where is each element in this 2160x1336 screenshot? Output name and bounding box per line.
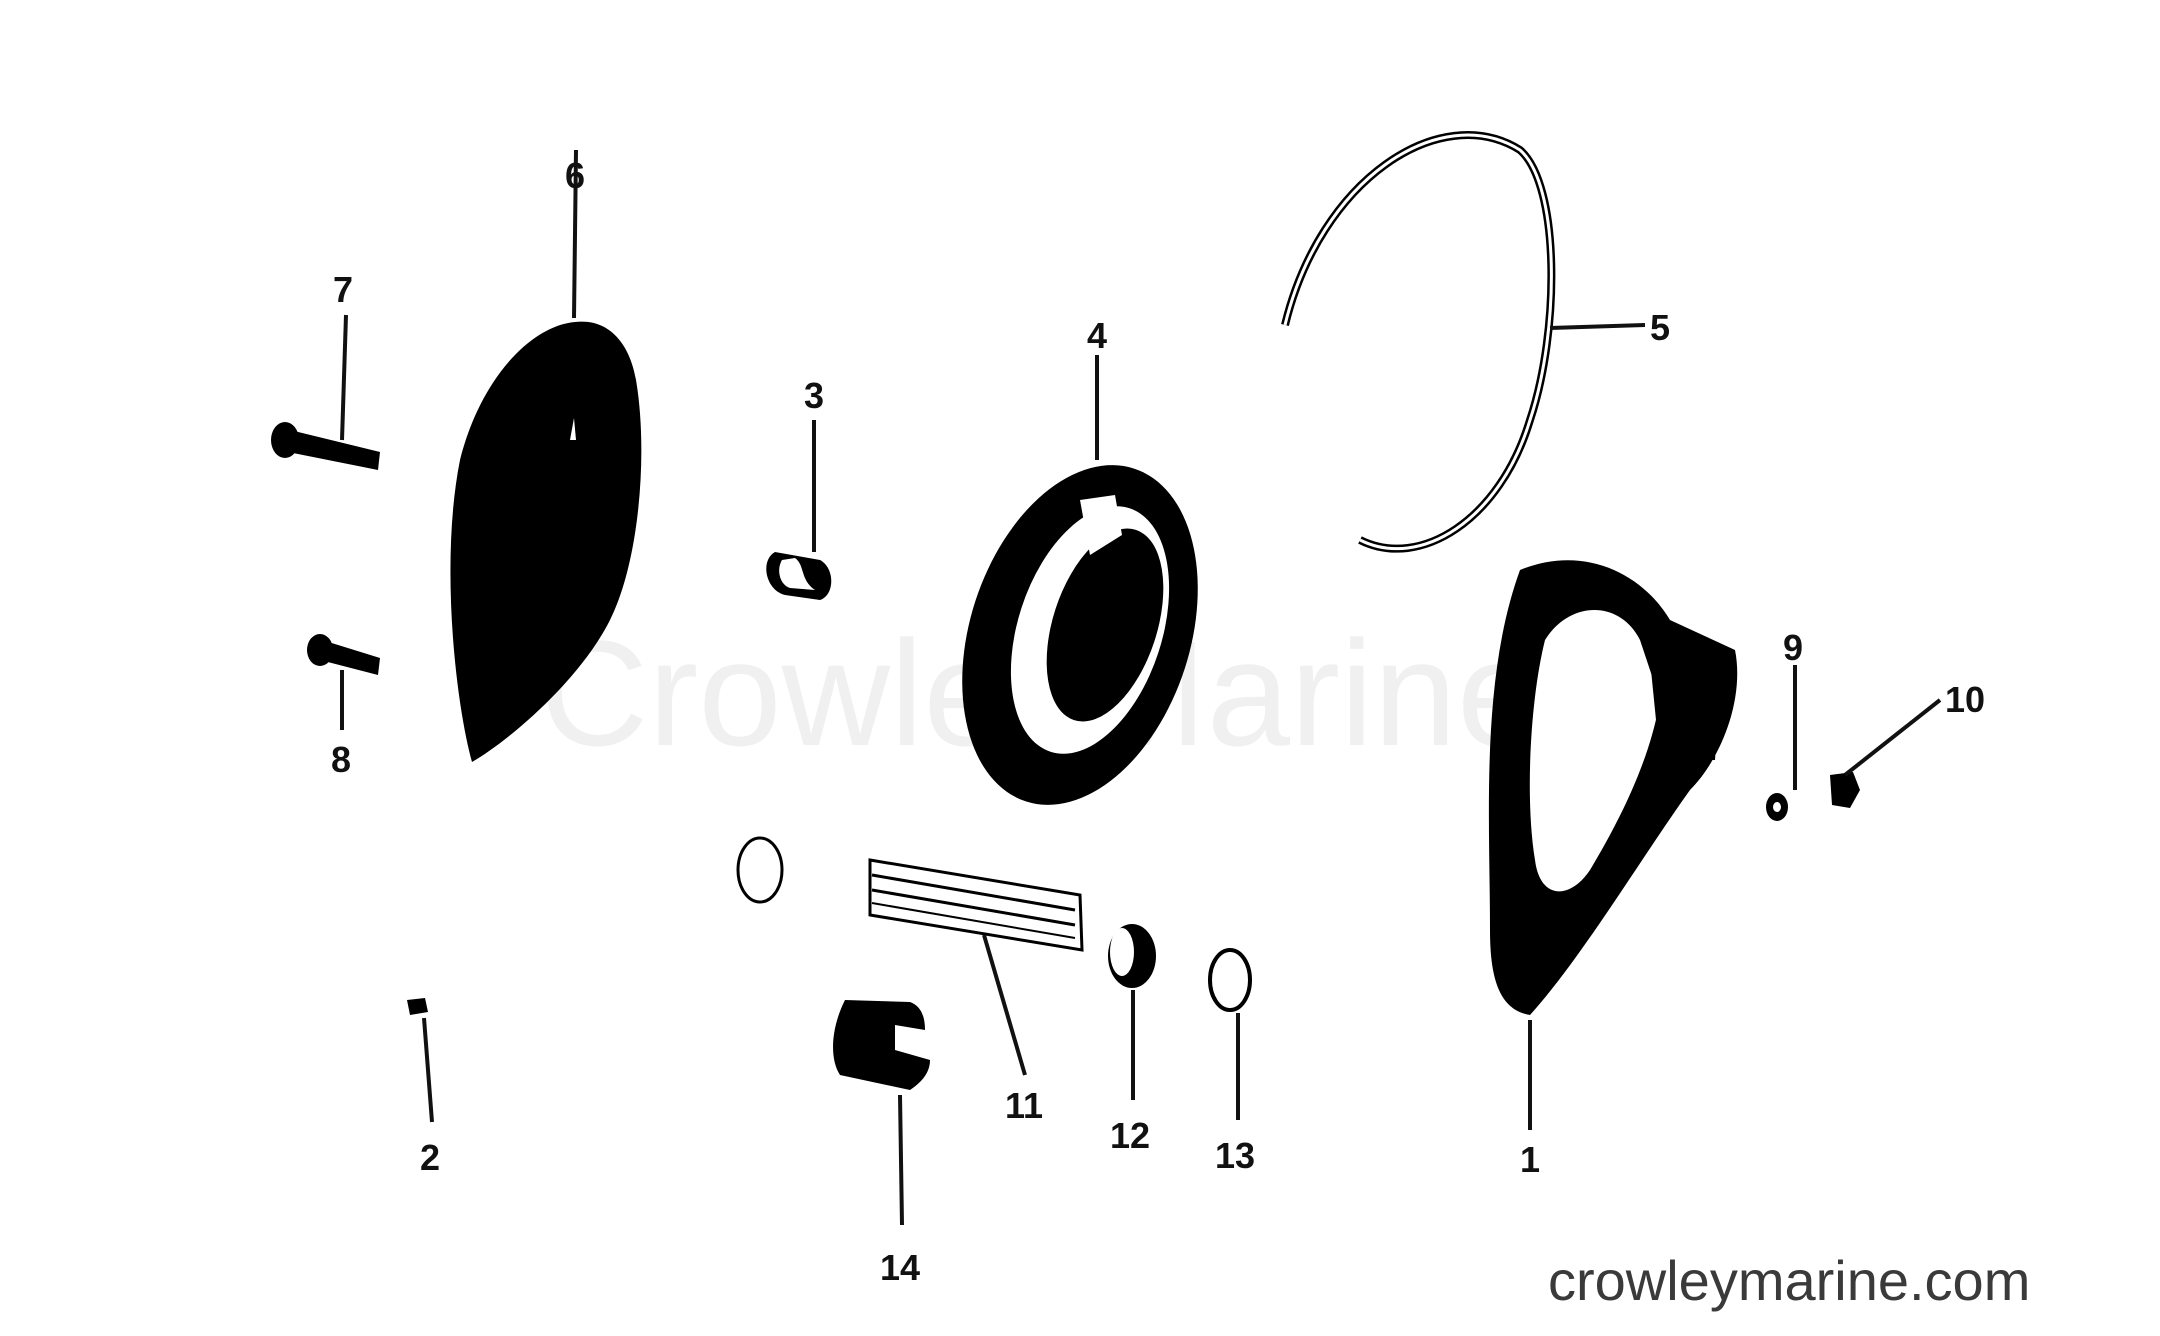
- part-14-sleeve[interactable]: [833, 1000, 930, 1090]
- callout-4: 4: [1087, 315, 1107, 460]
- svg-text:1: 1: [1520, 1139, 1540, 1180]
- part-7-screw[interactable]: [271, 422, 380, 470]
- callout-3: 3: [804, 375, 824, 552]
- callout-5: 5: [1549, 307, 1670, 348]
- callout-8: 8: [331, 670, 351, 780]
- svg-text:6: 6: [565, 155, 585, 196]
- svg-text:4: 4: [1087, 315, 1107, 356]
- callout-1: 1: [1520, 1020, 1540, 1180]
- callout-6: 6: [565, 149, 585, 319]
- part-3-bushing[interactable]: [766, 552, 832, 600]
- svg-text:3: 3: [804, 375, 824, 416]
- svg-text:7: 7: [333, 269, 353, 310]
- part-8-screw[interactable]: [307, 634, 380, 675]
- callout-13: 13: [1215, 1013, 1255, 1176]
- part-5-spring[interactable]: [1281, 131, 1556, 553]
- part-6-cover-plate[interactable]: [450, 321, 642, 762]
- part-1-housing[interactable]: [1488, 560, 1738, 1015]
- part-10-nut[interactable]: [1830, 772, 1860, 808]
- svg-text:11: 11: [1005, 1085, 1043, 1126]
- callout-9: 9: [1783, 627, 1803, 790]
- callout-10: 10: [1843, 679, 1985, 777]
- svg-text:12: 12: [1110, 1115, 1150, 1156]
- callout-11: 11: [982, 934, 1043, 1126]
- svg-text:5: 5: [1650, 307, 1670, 348]
- svg-text:13: 13: [1215, 1135, 1255, 1176]
- svg-text:14: 14: [880, 1247, 920, 1288]
- callout-14: 14: [880, 1094, 920, 1288]
- part-4-pulley[interactable]: [921, 435, 1238, 836]
- svg-text:8: 8: [331, 739, 351, 780]
- svg-text:2: 2: [420, 1137, 440, 1178]
- footer-site-url: crowleymarine.com: [1548, 1249, 2031, 1312]
- svg-text:10: 10: [1945, 679, 1985, 720]
- callout-12: 12: [1110, 990, 1150, 1156]
- callout-7: 7: [333, 269, 353, 441]
- part-9-washer[interactable]: [1766, 793, 1788, 821]
- callout-2: 2: [420, 1017, 440, 1178]
- svg-text:9: 9: [1783, 627, 1803, 668]
- part-2-key[interactable]: [407, 998, 428, 1015]
- part-11-shaft[interactable]: [736, 836, 1084, 952]
- part-12-bearing[interactable]: [1108, 924, 1156, 988]
- part-13-cup-washer[interactable]: [1208, 948, 1252, 1012]
